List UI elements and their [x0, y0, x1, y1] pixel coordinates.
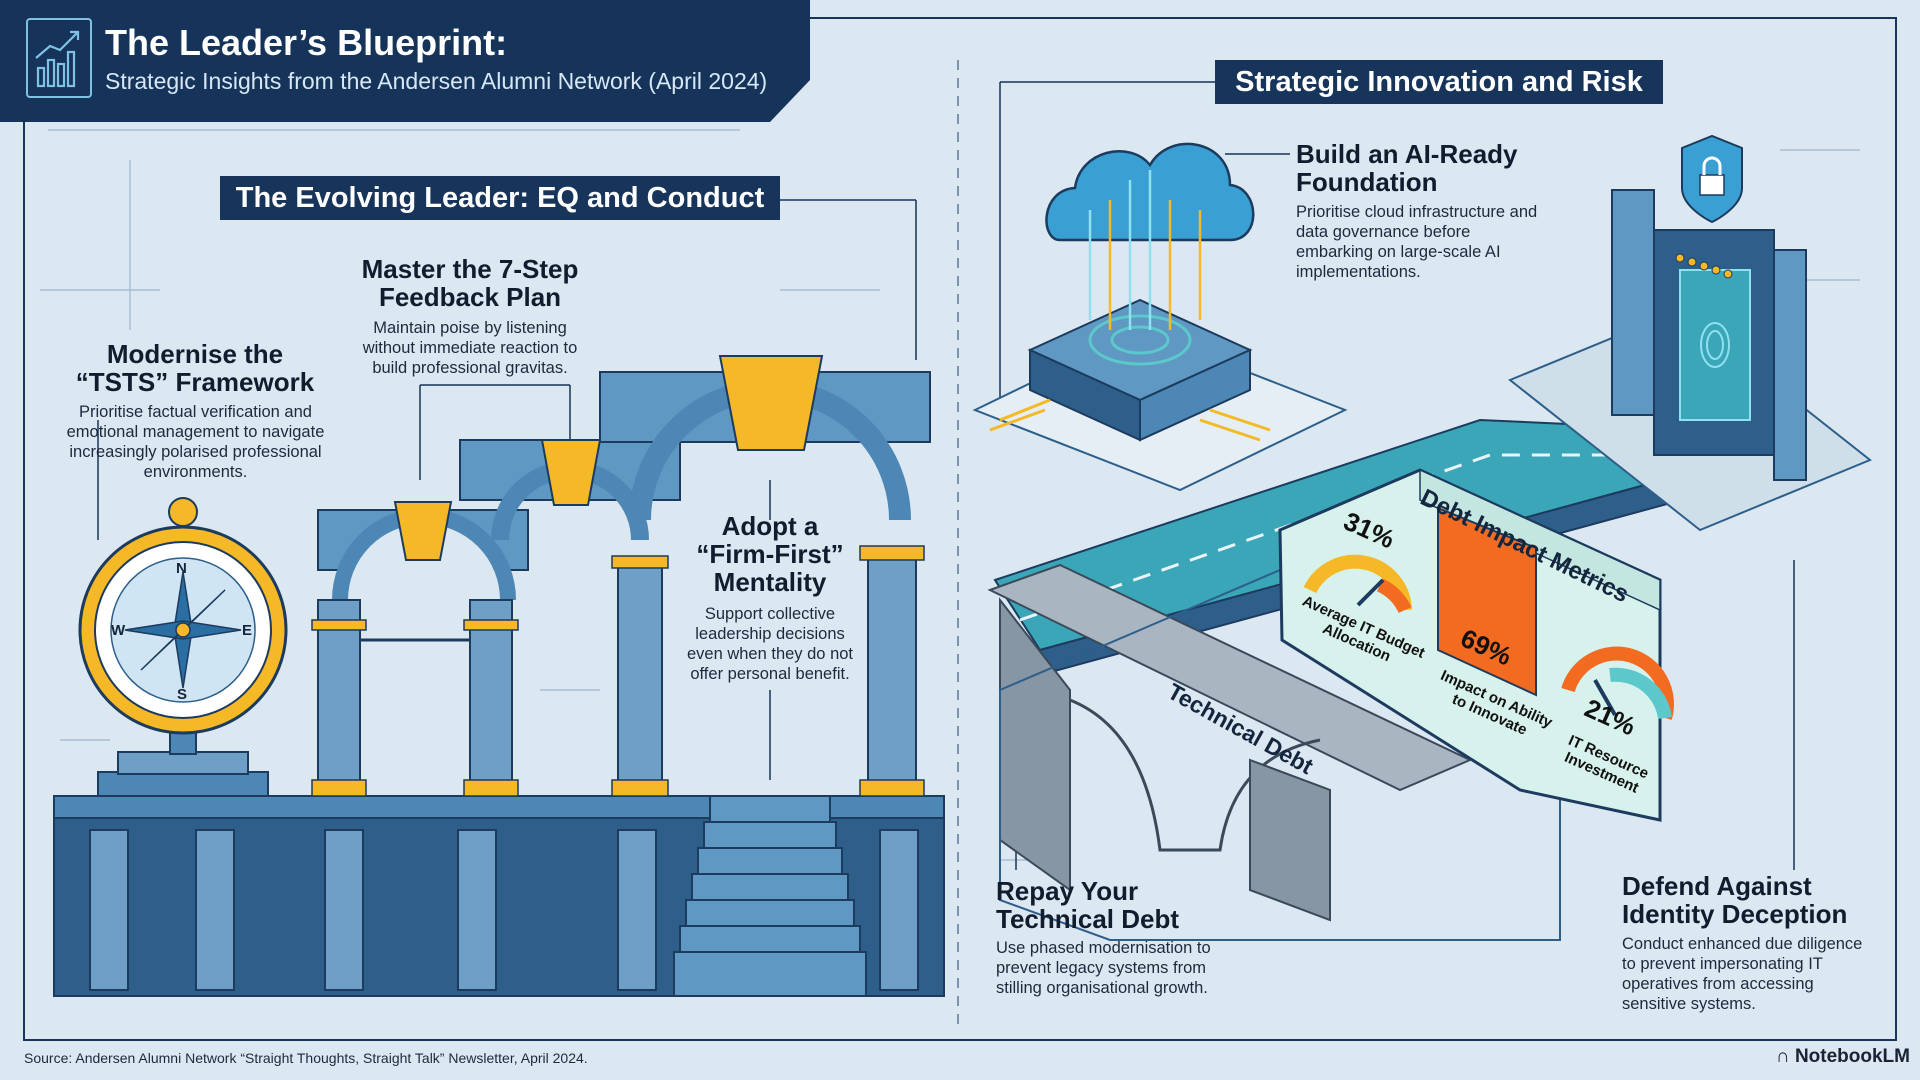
firm-first-text: Support collective leadership decisions … — [686, 605, 854, 683]
metrics-panel — [1278, 468, 1674, 822]
compass-east-label: E — [242, 622, 253, 639]
security-tower — [1508, 134, 1872, 532]
header-banner: The Leader’s Blueprint: Strategic Insigh… — [0, 0, 810, 122]
brand-label: ∩ NotebookLM — [1775, 1046, 1910, 1067]
page-subtitle: Strategic Insights from the Andersen Alu… — [105, 68, 768, 94]
brand-icon: ∩ — [1775, 1046, 1795, 1067]
arch-small — [311, 501, 529, 797]
left-section-banner: The Evolving Leader: EQ and Conduct — [220, 176, 780, 220]
feedback-text: Maintain poise by listening without imme… — [362, 319, 578, 377]
cloud-chip-illustration — [972, 142, 1348, 492]
compass-illustration — [78, 497, 288, 797]
debt-text: Use phased modernisation to prevent lega… — [996, 939, 1211, 997]
page-title: The Leader’s Blueprint: — [105, 22, 508, 63]
compass-south-label: S — [177, 686, 188, 703]
compass-north-label: N — [176, 560, 187, 577]
identity-title: Defend Against Identity Deception — [1622, 871, 1848, 929]
debt-title: Repay Your Technical Debt — [996, 876, 1180, 934]
outer-frame — [23, 17, 1897, 1041]
source-note: Source: Andersen Alumni Network “Straigh… — [24, 1050, 588, 1066]
compass-west-label: W — [111, 622, 126, 639]
feedback-title: Master the 7-Step Feedback Plan — [361, 254, 579, 312]
tsts-text: Prioritise factual verification and emot… — [66, 403, 325, 481]
metric-bar-69 — [1437, 506, 1537, 697]
arch-large — [599, 355, 931, 797]
ai-title: Build an AI-Ready Foundation — [1296, 139, 1518, 197]
tsts-title: Modernise the “TSTS” Framework — [75, 339, 315, 397]
firm-first-title: Adopt a “Firm-First” Mentality — [696, 511, 844, 597]
chart-logo-icon — [26, 18, 92, 98]
ruin-base — [53, 795, 945, 997]
ai-text: Prioritise cloud infrastructure and data… — [1296, 203, 1538, 281]
right-section-banner: Strategic Innovation and Risk — [1215, 60, 1663, 104]
identity-text: Conduct enhanced due diligence to preven… — [1622, 935, 1863, 1013]
